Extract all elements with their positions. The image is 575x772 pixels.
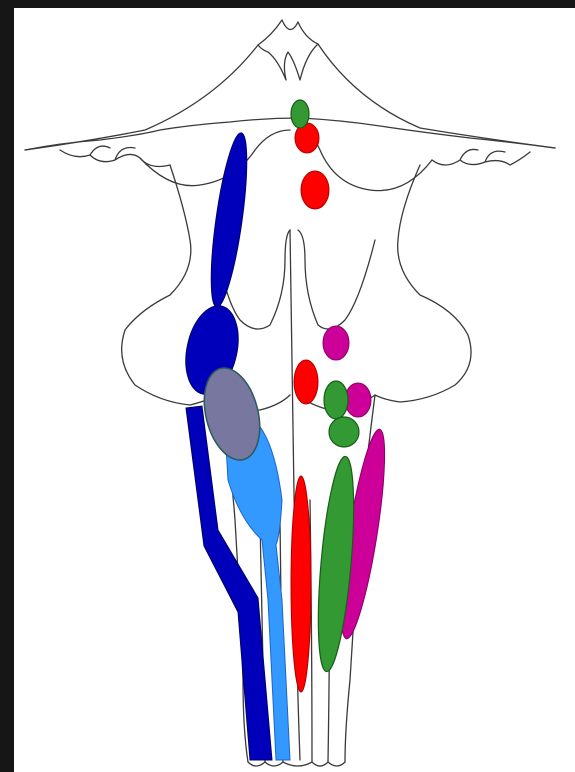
region-red-long — [291, 476, 311, 692]
region-red-middle — [294, 360, 318, 404]
region-green-middle — [324, 381, 348, 419]
region-red-upper — [301, 171, 329, 209]
region-magenta-upper — [323, 326, 349, 360]
region-green-lower — [329, 417, 359, 447]
region-magenta-middle — [345, 383, 371, 417]
region-green-top — [291, 100, 309, 128]
